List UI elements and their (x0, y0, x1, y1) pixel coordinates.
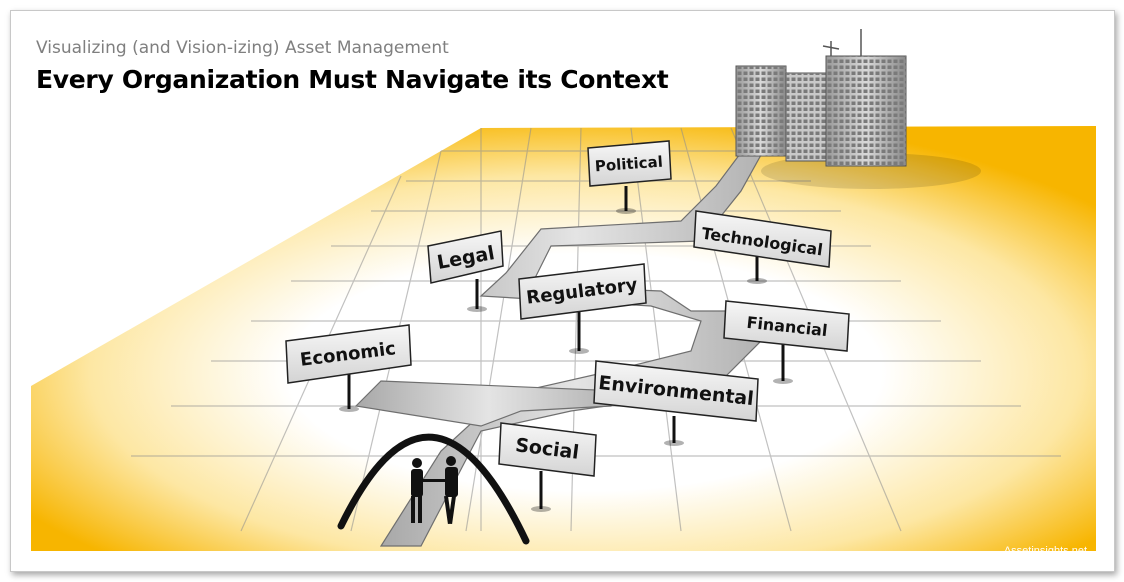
slide-subtitle: Visualizing (and Vision-izing) Asset Man… (36, 38, 449, 58)
sign-regulatory: Regulatory (518, 263, 647, 354)
sign-political: Political (587, 140, 672, 214)
sign-label-political: Political (594, 153, 663, 176)
sign-financial: Financial (723, 300, 850, 384)
slide-frame: Political Legal Technological Regulatory (10, 10, 1115, 572)
ground-plane (31, 126, 1096, 551)
sign-economic: Economic (285, 324, 412, 412)
context-scene: Political Legal Technological Regulatory (31, 29, 1096, 551)
sign-legal: Legal (427, 230, 504, 312)
handshake-people-icon (411, 456, 458, 525)
side-path (354, 380, 623, 427)
sign-technological: Technological (693, 210, 832, 284)
slide-title: Every Organization Must Navigate its Con… (36, 65, 669, 94)
watermark: Assetinsights.net (1003, 545, 1087, 557)
sign-environmental: Environmental (593, 360, 759, 446)
arch-icon (337, 433, 530, 545)
sign-social: Social (498, 422, 597, 512)
office-building-icon (735, 29, 981, 189)
